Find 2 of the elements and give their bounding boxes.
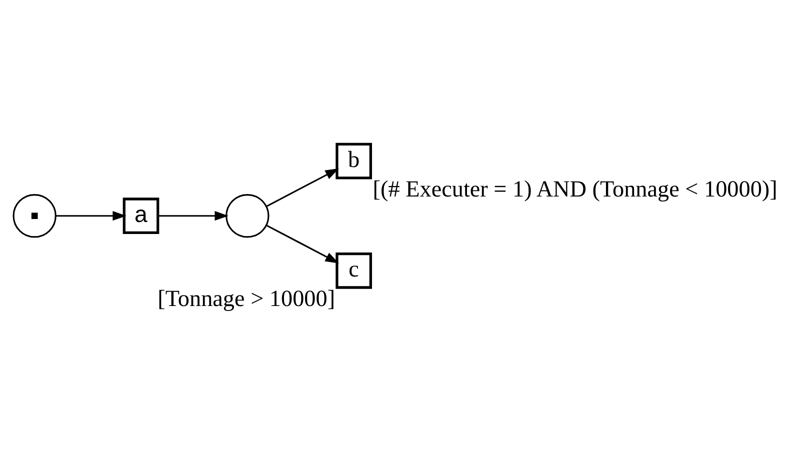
node-label: [Tonnage > 10000] bbox=[158, 286, 336, 312]
node-label: [(# Executer = 1) AND (Tonnage < 10000)] bbox=[372, 176, 778, 202]
